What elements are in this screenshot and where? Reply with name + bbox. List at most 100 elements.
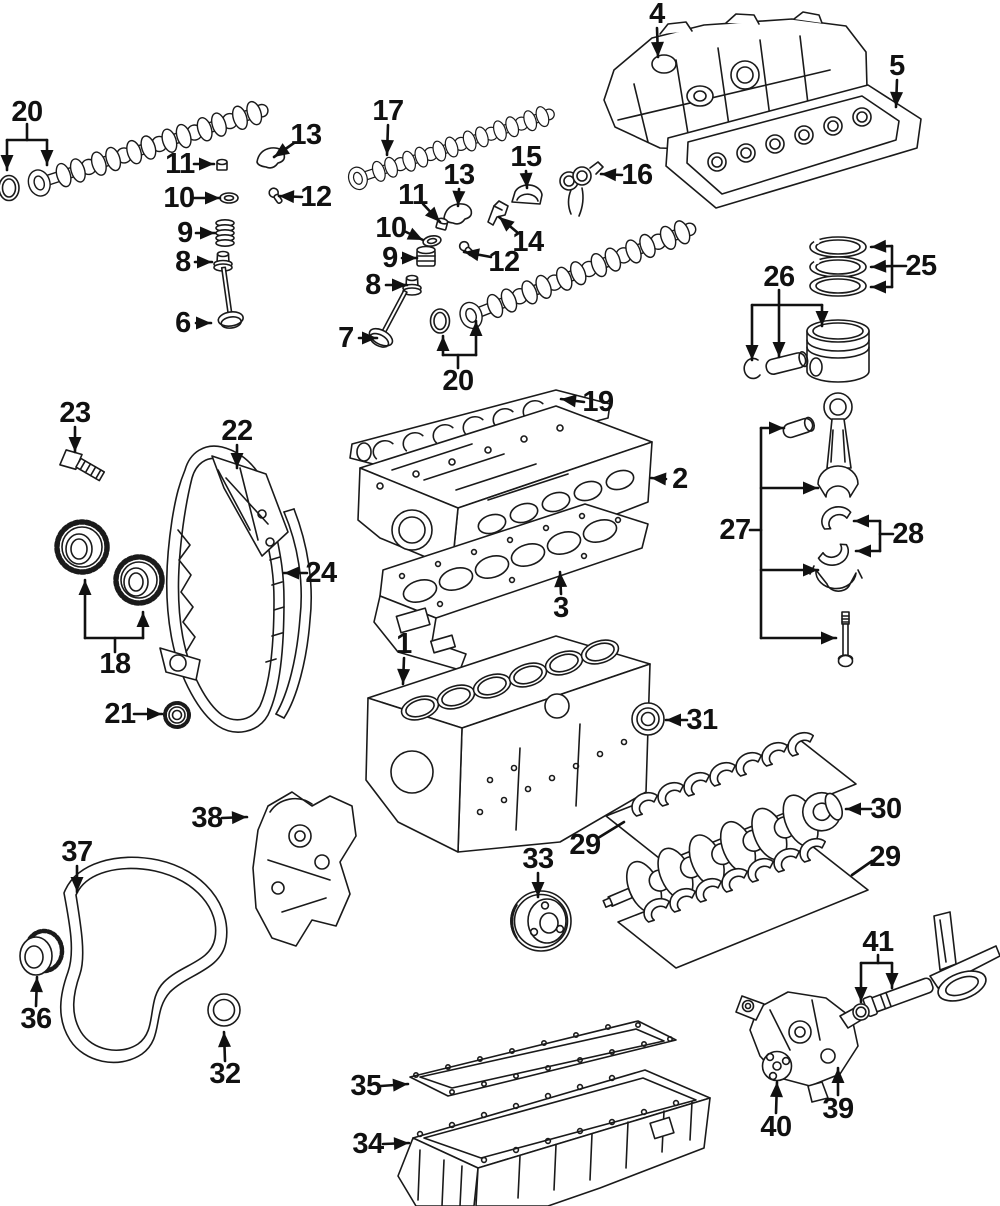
callout-23[interactable]: 23 [59, 397, 91, 454]
callout-9[interactable]: 9 [382, 242, 419, 274]
callout-38[interactable]: 38 [191, 802, 249, 834]
leader-arrowhead [821, 631, 836, 645]
callout-36[interactable]: 36 [20, 975, 52, 1035]
callout-2[interactable]: 2 [649, 463, 688, 495]
callout-27[interactable]: 27 [719, 421, 838, 645]
callout-34[interactable]: 34 [352, 1128, 411, 1160]
leader-arrowhead [772, 342, 786, 357]
callout-13[interactable]: 13 [443, 159, 475, 208]
callout-10[interactable]: 10 [163, 182, 222, 214]
callout-29[interactable]: 29 [850, 841, 901, 877]
callout-12[interactable]: 12 [277, 181, 332, 213]
callout-32[interactable]: 32 [209, 1030, 241, 1090]
callout-12[interactable]: 12 [462, 246, 520, 278]
callout-label: 37 [61, 836, 92, 868]
leader-arrowhead [381, 139, 394, 155]
callout-30[interactable]: 30 [844, 793, 902, 825]
callout-label: 9 [177, 217, 193, 249]
callout-21[interactable]: 21 [104, 698, 164, 730]
callout-label: 3 [553, 592, 569, 624]
small-end-bushing [782, 416, 816, 439]
spring-retainer-left [219, 192, 239, 204]
leader-arrowhead [196, 316, 211, 330]
callout-3[interactable]: 3 [553, 570, 570, 624]
leader-arrowhead [0, 155, 14, 170]
leader-arrowhead [745, 345, 759, 360]
callout-label: 22 [221, 415, 252, 447]
leader-arrowhead [231, 811, 247, 825]
callout-25[interactable]: 25 [869, 239, 937, 294]
callout-label: 8 [365, 269, 381, 301]
leader-arrowhead [70, 877, 84, 892]
camshaft-sensor [559, 161, 604, 217]
leader-arrowhead [274, 143, 291, 157]
callout-15[interactable]: 15 [510, 141, 542, 190]
leader-arrowhead [136, 612, 150, 627]
callout-label: 11 [398, 179, 428, 211]
callout-39[interactable]: 39 [822, 1066, 854, 1125]
callout-17[interactable]: 17 [372, 95, 404, 157]
callout-28[interactable]: 28 [852, 514, 924, 558]
callout-8[interactable]: 8 [175, 246, 214, 278]
engine-block [365, 635, 651, 853]
callout-40[interactable]: 40 [760, 1080, 792, 1143]
callout-37[interactable]: 37 [61, 836, 93, 894]
callout-14[interactable]: 14 [497, 215, 544, 258]
callout-20[interactable]: 20 [436, 319, 483, 397]
leader-arrowhead [890, 91, 904, 107]
pin-retaining-clip [743, 357, 761, 380]
leader-arrowhead [650, 41, 664, 57]
callout-18[interactable]: 18 [78, 578, 150, 680]
callout-13[interactable]: 13 [272, 119, 322, 159]
callout-29[interactable]: 29 [569, 820, 626, 861]
callout-33[interactable]: 33 [522, 843, 554, 899]
callout-label: 40 [760, 1111, 791, 1143]
leader-arrowhead [230, 453, 244, 468]
leader-arrowhead [561, 394, 577, 408]
piston [806, 319, 870, 383]
spring-retainer-mid [421, 233, 443, 249]
front-crank-seal [631, 702, 665, 736]
callout-1[interactable]: 1 [396, 628, 413, 686]
callout-26[interactable]: 26 [745, 261, 829, 362]
callout-7[interactable]: 7 [338, 322, 379, 354]
callout-19[interactable]: 19 [559, 386, 614, 418]
callout-label: 13 [290, 119, 322, 151]
callout-9[interactable]: 9 [177, 217, 217, 249]
callout-label: 5 [889, 50, 905, 82]
leader-arrowhead [856, 544, 871, 558]
leader-line [596, 820, 626, 840]
callout-41[interactable]: 41 [854, 926, 899, 1004]
callout-35[interactable]: 35 [350, 1070, 410, 1102]
rod-bearing-lower [817, 543, 850, 566]
callout-16[interactable]: 16 [599, 159, 653, 191]
callout-31[interactable]: 31 [664, 704, 718, 736]
callout-label: 24 [305, 557, 337, 589]
callout-label: 26 [763, 261, 795, 293]
callout-5[interactable]: 5 [889, 50, 906, 109]
callout-label: 38 [191, 802, 223, 834]
crankshaft-pulley [510, 890, 572, 952]
callout-11[interactable]: 11 [398, 179, 442, 224]
callout-label: 35 [350, 1070, 382, 1102]
leader-arrowhead [464, 248, 480, 262]
callout-4[interactable]: 4 [649, 0, 666, 59]
leader-arrowhead [854, 514, 869, 528]
callout-11[interactable]: 11 [165, 148, 216, 180]
callout-label: 18 [99, 648, 131, 680]
oil-pan-gasket [409, 1020, 677, 1097]
callout-label: 9 [382, 242, 398, 274]
callout-10[interactable]: 10 [375, 212, 425, 244]
leader-arrowhead [885, 973, 899, 988]
leader-arrowhead [205, 191, 220, 205]
callout-6[interactable]: 6 [175, 307, 213, 339]
leader-arrowhead [392, 1078, 408, 1092]
callout-label: 20 [442, 365, 473, 397]
callout-20[interactable]: 20 [0, 96, 54, 172]
leader-arrowhead [769, 421, 784, 435]
callout-8[interactable]: 8 [365, 269, 409, 301]
chain-guide-rail [275, 508, 313, 719]
callout-22[interactable]: 22 [221, 415, 253, 470]
timing-belt [59, 856, 228, 1064]
callout-24[interactable]: 24 [282, 557, 337, 589]
